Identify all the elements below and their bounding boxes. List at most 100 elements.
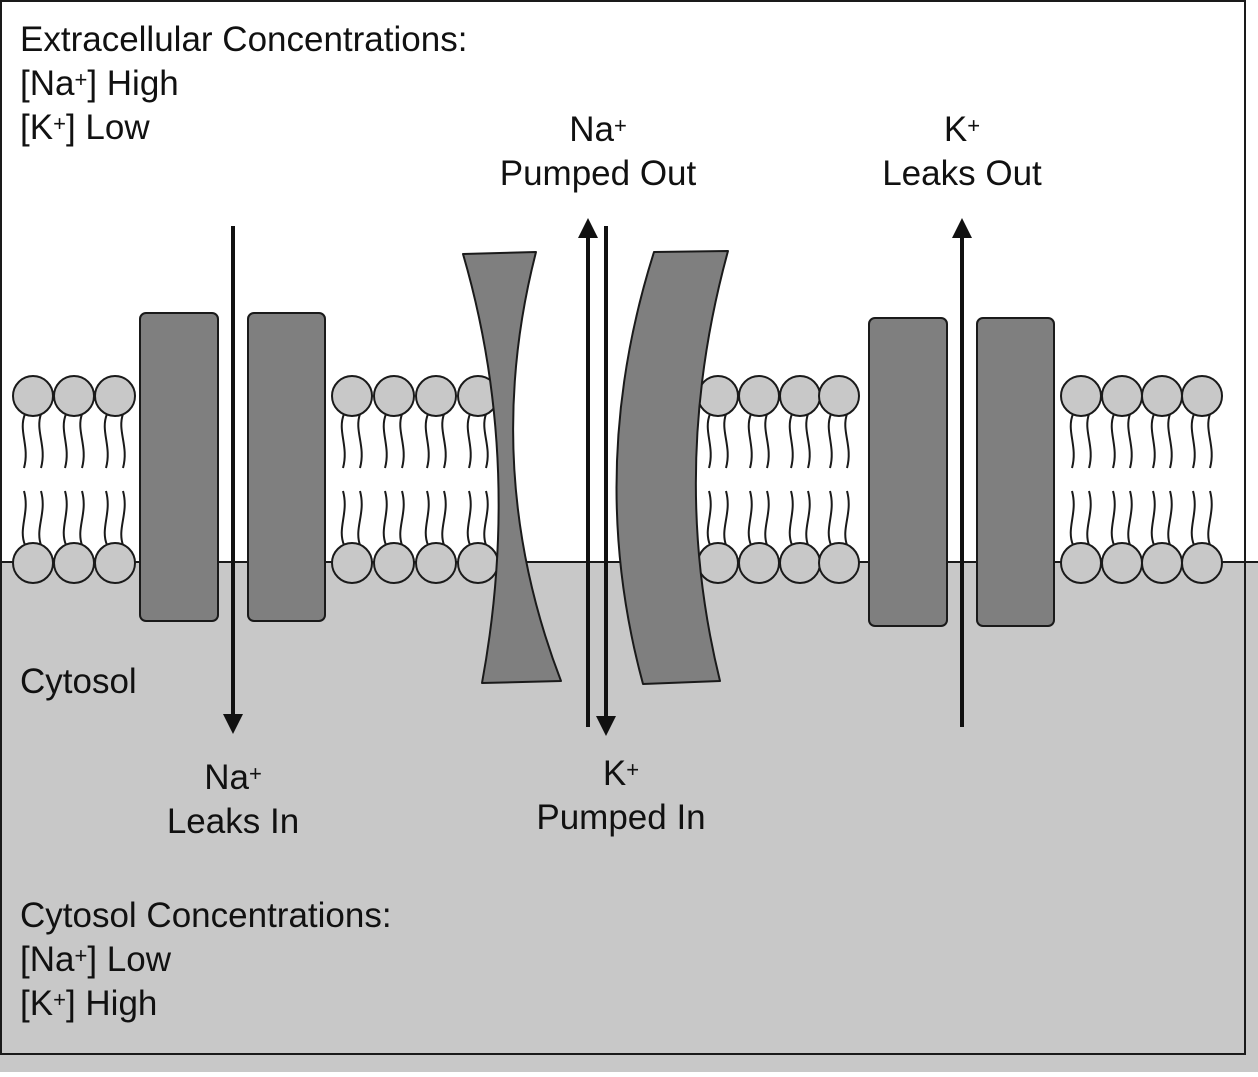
label-na-leaks-in: Na+ Leaks In [103,756,363,844]
extracellular-na-concentration: [Na+] High [20,62,179,106]
phospholipid-icon [818,375,860,584]
lipid-tail [483,413,489,469]
lipid-tail [723,413,729,469]
lipid-head [53,542,95,584]
lipid-tail [706,413,712,469]
lipid-head [12,375,54,417]
lipid-tail [120,413,126,469]
lipid-tail [357,413,363,469]
lipid-tail [844,490,850,546]
lipid-tail [805,490,811,546]
label-k-leaks-out: K+ Leaks Out [832,108,1092,196]
k-prefix: [K [20,984,54,1023]
charge-superscript: + [53,111,66,136]
cytosol-heading: Cytosol Concentrations: [20,894,392,938]
phospholipid-icon [1141,375,1183,584]
lipid-tail [466,490,472,546]
cytosol-k-concentration: [K+] High [20,982,157,1026]
lipid-head [738,542,780,584]
lipid-head [1101,375,1143,417]
cytosol-label-text: Cytosol [20,662,137,701]
charge-superscript: + [74,943,88,968]
k-level: ] Low [65,108,150,147]
lipid-head [373,542,415,584]
lipid-tail [62,490,68,546]
ion-channel-icon [868,317,948,627]
lipid-tail [399,413,405,469]
ion-channel-icon [139,312,219,622]
lipid-tail [340,490,346,546]
lipid-head [94,542,136,584]
cytosol-region [0,562,1258,1072]
arrow-caption: Leaks Out [882,154,1042,193]
lipid-tail [1167,413,1173,469]
lipid-head [12,542,54,584]
ion-channel-icon [247,312,326,622]
lipid-tail [1069,490,1075,546]
phospholipid-icon [94,375,136,584]
sodium-potassium-pump-icon [615,250,729,685]
phospholipid-icon [12,375,54,584]
lipid-tail [1127,413,1133,469]
lipid-tail [827,413,833,469]
ion-name: Na+ [569,110,627,149]
phospholipid-icon [457,375,499,584]
lipid-tail [1207,490,1213,546]
na-prefix: [Na [20,64,75,103]
lipid-tail [424,490,430,546]
lipid-tail [483,490,489,546]
ion-channel-icon [976,317,1055,627]
lipid-head [415,542,457,584]
lipid-bilayer [12,375,1223,584]
lipid-tail [382,413,388,469]
phospholipid-icon [1181,375,1223,584]
phospholipid-icon [1101,375,1143,584]
phospholipid-icon [415,375,457,584]
lipid-head [738,375,780,417]
lipid-tail [1190,490,1196,546]
lipid-tail [441,490,447,546]
sodium-potassium-pump [462,250,729,685]
na-level: ] Low [87,940,171,979]
arrow-caption: Leaks In [166,802,300,841]
lipid-tail [21,413,27,469]
lipid-tail [441,413,447,469]
lipid-head [818,542,860,584]
lipid-head [94,375,136,417]
lipid-tail [788,413,794,469]
lipid-tail [723,490,729,546]
charge-superscript: + [74,67,88,92]
charge-superscript: + [53,987,66,1012]
lipid-tail [424,413,430,469]
label-na-pumped-out: Na+ Pumped Out [468,108,728,196]
cytosol-heading-text: Cytosol Concentrations: [20,896,392,935]
lipid-tail [747,490,753,546]
lipid-head [779,375,821,417]
lipid-tail [79,490,85,546]
potassium-leak-channel [868,317,1055,627]
lipid-head [1141,375,1183,417]
lipid-tail [1150,413,1156,469]
lipid-tail [788,490,794,546]
lipid-head [1181,375,1223,417]
lipid-tail [747,413,753,469]
lipid-tail [38,490,44,546]
extracellular-k-concentration: [K+] Low [20,106,150,150]
lipid-tail [1207,413,1213,469]
lipid-tail [1167,490,1173,546]
lipid-tail [764,490,770,546]
ion-name: K+ [943,110,981,149]
extracellular-heading: Extracellular Concentrations: [20,18,467,62]
lipid-head [818,375,860,417]
sodium-potassium-pump-icon [462,251,562,684]
lipid-tail [38,413,44,469]
ion-name: Na+ [204,758,262,797]
lipid-tail [1086,413,1092,469]
lipid-head [457,542,499,584]
diagram-border [0,0,1246,1055]
lipid-tail [357,490,363,546]
phospholipid-icon [331,375,373,584]
lipid-tail [844,413,850,469]
k-level: ] High [65,984,158,1023]
